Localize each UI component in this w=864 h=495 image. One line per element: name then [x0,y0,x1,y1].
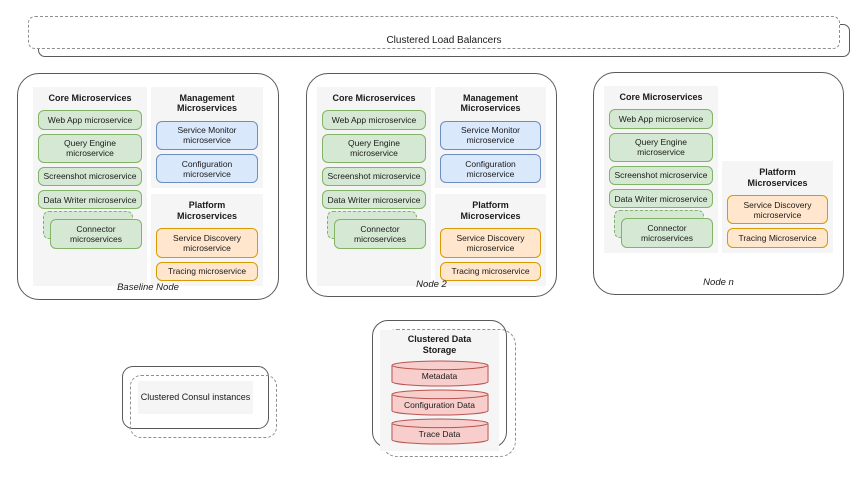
microservice-label: Screenshot microservice [327,171,421,182]
microservice-label: Query Engine microservice [348,138,400,159]
microservice-label: Data Writer microservice [327,194,421,205]
microservice-label: Query Engine microservice [635,137,687,158]
microservice-label: Service Monitor microservice [177,125,237,146]
core-microservices-title: Core Microservices [332,93,416,103]
microservice-box: Configuration microservice [156,154,258,184]
cylinder-shape [391,360,489,387]
node-caption: Baseline Node [117,282,179,293]
clustered-consul-box: Clustered Consul instances [122,366,277,438]
microservice-box: Web App microservice [38,110,142,130]
microservice-label: Tracing Microservice [738,232,817,243]
microservice-box: Data Writer microservice [38,190,142,210]
management-microservices-title: Management Microservices [176,93,238,114]
data-cylinder: Trace Data [391,418,489,445]
microservice-label: Service Discovery microservice [172,232,242,253]
node-caption: Node n [703,277,734,288]
clustered-consul-label: Clustered Consul instances [138,381,253,414]
microservice-box: Tracing microservice [440,261,541,281]
cylinder-shape [391,389,489,416]
microservice-box: Connector microservices [614,210,713,248]
microservice-label: Connector microservices [641,222,693,243]
microservice-label: Web App microservice [618,113,704,124]
microservice-box: Query Engine microservice [609,132,713,162]
microservice-box: Screenshot microservice [609,165,713,186]
microservice-box: Screenshot microservice [322,166,426,187]
microservice-label: Configuration microservice [465,158,516,179]
microservice-label: Tracing microservice [167,266,247,276]
microservice-box: Service Discovery microservice [156,228,258,258]
microservice-box: Query Engine microservice [38,133,142,163]
microservice-box: Data Writer microservice [322,190,426,210]
clustered-load-balancers-label: Clustered Load Balancers [386,35,502,46]
platform-microservices-title: Platform Microservices [747,167,808,188]
microservice-label: Web App microservice [47,114,133,125]
core-microservices-title: Core Microservices [619,92,703,102]
microservice-label: Service Discovery microservice [456,232,525,253]
microservice-label: Screenshot microservice [43,171,137,182]
microservice-label: Web App microservice [331,114,417,125]
core-microservices-title: Core Microservices [48,93,132,103]
microservice-label: Query Engine microservice [64,138,116,159]
management-microservices-title: Management Microservices [460,93,521,114]
microservice-label: Screenshot microservice [614,170,708,181]
platform-microservices-title: Platform Microservices [176,200,238,221]
node-caption: Node 2 [416,279,447,290]
clustered-load-balancers-box: Clustered Load Balancers [28,16,850,57]
microservice-label: Service Monitor microservice [460,125,521,146]
microservice-label: Data Writer microservice [614,193,708,204]
microservice-box: Configuration microservice [440,154,541,184]
microservice-box: Connector microservices [327,211,426,249]
cylinder-shape [391,418,489,445]
microservice-box: Service Monitor microservice [156,120,258,151]
microservice-box: Tracing microservice [156,261,258,281]
microservice-box: Service Monitor microservice [440,120,541,151]
data-cylinder: Metadata [391,360,489,387]
cylinder-label: Configuration Data [404,399,475,410]
microservice-label: Tracing microservice [451,266,530,276]
microservice-label: Service Discovery microservice [743,199,812,220]
microservice-box: Screenshot microservice [38,166,142,187]
microservice-box: Tracing Microservice [727,228,828,248]
microservice-label: Configuration microservice [181,158,233,179]
data-cylinder: Configuration Data [391,389,489,416]
cylinder-label: Metadata [421,370,458,381]
microservice-label: Connector microservices [354,223,406,244]
platform-microservices-title: Platform Microservices [460,200,521,221]
microservice-box: Connector microservices [43,211,142,249]
microservice-box: Data Writer microservice [609,189,713,209]
microservice-box: Web App microservice [322,110,426,130]
microservice-label: Connector microservices [70,223,122,244]
microservice-label: Data Writer microservice [43,194,137,205]
cylinder-label: Trace Data [418,428,461,439]
microservice-box: Web App microservice [609,109,713,129]
microservice-box: Query Engine microservice [322,133,426,163]
microservice-box: Service Discovery microservice [440,228,541,258]
clustered-data-storage-title: Clustered Data Storage [407,334,472,355]
microservice-box: Service Discovery microservice [727,195,828,225]
